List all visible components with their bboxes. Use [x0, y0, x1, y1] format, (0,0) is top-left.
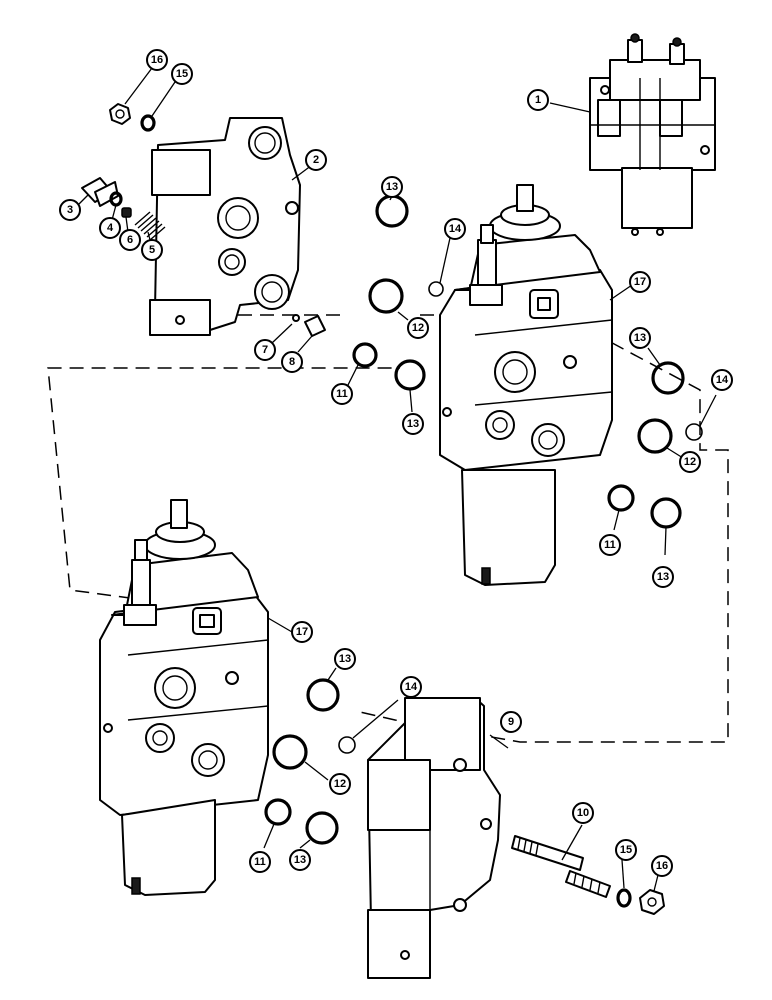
oring-11a [352, 342, 378, 368]
callout-14a: 14 [444, 218, 466, 240]
svg-text:3: 3 [67, 204, 73, 216]
oring-13f [305, 811, 339, 845]
svg-text:17: 17 [296, 626, 308, 638]
callout-4: 4 [99, 217, 121, 239]
svg-text:8: 8 [289, 356, 295, 368]
svg-text:16: 16 [151, 54, 163, 66]
oring-13e [306, 678, 340, 712]
spring-5 [134, 211, 166, 241]
callout-14c: 14 [400, 676, 422, 698]
svg-text:2: 2 [313, 154, 319, 166]
washer-14a [428, 281, 444, 297]
svg-text:12: 12 [412, 322, 424, 334]
svg-text:13: 13 [657, 571, 669, 583]
oring-13b [394, 359, 426, 391]
callout-16a: 16 [146, 49, 168, 71]
oring-13d [650, 497, 682, 529]
svg-text:14: 14 [716, 374, 729, 386]
callout-13a: 13 [381, 176, 403, 198]
callout-2: 2 [305, 149, 327, 171]
svg-text:6: 6 [127, 234, 133, 246]
valve-section-17-upper [439, 184, 613, 586]
callout-17b: 17 [291, 621, 313, 643]
oring-11b [607, 484, 635, 512]
callout-13d: 13 [652, 566, 674, 588]
svg-text:14: 14 [449, 223, 462, 235]
callout-13c: 13 [629, 327, 651, 349]
svg-text:11: 11 [254, 856, 266, 868]
svg-text:16: 16 [656, 860, 668, 872]
svg-text:10: 10 [577, 807, 589, 819]
svg-text:13: 13 [386, 181, 398, 193]
callout-11a: 11 [331, 383, 353, 405]
callout-10: 10 [572, 802, 594, 824]
end-plate-2 [149, 117, 301, 336]
svg-text:15: 15 [176, 68, 188, 80]
valve-assembly-1 [589, 33, 716, 236]
callout-17a: 17 [629, 271, 651, 293]
svg-text:13: 13 [407, 418, 419, 430]
svg-text:13: 13 [294, 854, 306, 866]
nut-16b [639, 889, 665, 915]
callout-14b: 14 [711, 369, 733, 391]
callout-7: 7 [254, 339, 276, 361]
callout-11c: 11 [249, 851, 271, 873]
fitting-3 [81, 177, 119, 207]
plug-6 [121, 207, 132, 218]
washer-15 [140, 114, 156, 132]
svg-text:11: 11 [604, 539, 616, 551]
nut-16 [109, 103, 131, 125]
callout-9: 9 [500, 711, 522, 733]
callout-15b: 15 [615, 839, 637, 861]
callout-13e: 13 [334, 648, 356, 670]
washer-14c [338, 736, 356, 754]
callout-16b: 16 [651, 855, 673, 877]
svg-text:13: 13 [634, 332, 646, 344]
svg-text:17: 17 [634, 276, 646, 288]
callout-11b: 11 [599, 534, 621, 556]
stud-10 [511, 835, 611, 898]
end-cover-9 [367, 697, 501, 979]
oring-12b [637, 418, 673, 454]
callout-12c: 12 [329, 773, 351, 795]
callout-1: 1 [527, 89, 549, 111]
callout-5: 5 [141, 239, 163, 261]
seat-8 [304, 315, 326, 337]
callout-15a: 15 [171, 63, 193, 85]
oring-13a [375, 194, 409, 228]
svg-text:15: 15 [620, 844, 632, 856]
valve-section-17-lower [99, 499, 269, 896]
svg-text:12: 12 [684, 456, 696, 468]
svg-text:11: 11 [336, 388, 348, 400]
oring-11c [264, 798, 292, 826]
oring-12a [368, 278, 404, 314]
callout-13b: 13 [402, 413, 424, 435]
callout-12b: 12 [679, 451, 701, 473]
svg-text:13: 13 [339, 653, 351, 665]
callout-3: 3 [59, 199, 81, 221]
svg-text:5: 5 [149, 244, 155, 256]
washer-15b [616, 888, 632, 908]
callout-6: 6 [119, 229, 141, 251]
svg-text:4: 4 [107, 222, 114, 234]
svg-text:14: 14 [405, 681, 418, 693]
oring-12c [272, 734, 308, 770]
washer-14b [685, 423, 703, 441]
svg-text:12: 12 [334, 778, 346, 790]
svg-text:1: 1 [535, 94, 541, 106]
ball-7 [292, 314, 300, 322]
callout-8: 8 [281, 351, 303, 373]
svg-text:7: 7 [262, 344, 268, 356]
callout-13f: 13 [289, 849, 311, 871]
oring-13c [651, 361, 685, 395]
callout-12a: 12 [407, 317, 429, 339]
svg-text:9: 9 [508, 716, 514, 728]
